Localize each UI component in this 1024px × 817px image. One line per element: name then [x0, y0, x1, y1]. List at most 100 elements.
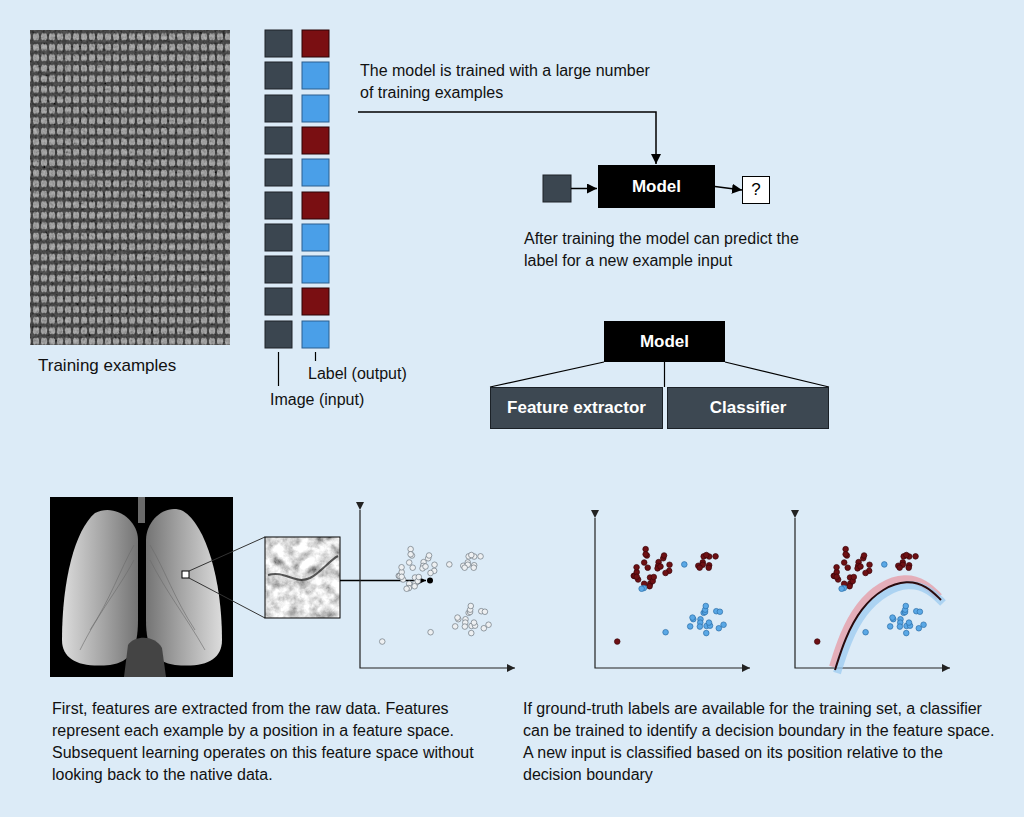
- model-box: Classifier: [667, 387, 829, 429]
- training-arrow: [358, 112, 656, 164]
- scatter-point: [690, 615, 696, 621]
- scatter-point: [916, 625, 922, 631]
- scatter-point: [452, 624, 458, 630]
- plot-axes: [360, 510, 515, 668]
- mosaic-texture: [30, 30, 230, 345]
- image-square: [265, 256, 292, 283]
- scatter-point: [706, 620, 712, 626]
- scatter-point: [863, 570, 869, 576]
- scatter-point: [906, 620, 912, 626]
- lung-vessels: [80, 545, 205, 650]
- scatter-point: [432, 562, 438, 568]
- scatter-point: [697, 565, 703, 571]
- scatter-point: [482, 609, 488, 615]
- patch-vessel: [268, 556, 338, 580]
- scatter-point: [469, 552, 475, 558]
- scatter-point: [658, 564, 664, 570]
- scatter-point: [404, 586, 410, 592]
- label-square: [302, 30, 329, 57]
- scatter-point: [379, 639, 385, 645]
- scatter-point: [663, 629, 669, 635]
- scatter-point: [663, 570, 669, 576]
- scatter-point: [486, 622, 492, 628]
- scatter-point: [634, 564, 640, 570]
- zoom-patch: [265, 537, 340, 618]
- scatter-point: [834, 574, 840, 580]
- scatter-point: [410, 565, 416, 571]
- scatter-point: [841, 560, 847, 566]
- scatter-point: [887, 624, 893, 630]
- scatter-point: [408, 546, 414, 552]
- image-square: [265, 192, 292, 219]
- scatter-point: [634, 574, 640, 580]
- scatter-point: [481, 625, 487, 631]
- label-square: [302, 95, 329, 122]
- scatter-point: [913, 554, 919, 560]
- connector: [490, 362, 604, 387]
- leader-line: [315, 352, 316, 361]
- scatter-point: [704, 552, 710, 558]
- scatter-point: [428, 570, 434, 576]
- bracket-line: [664, 362, 665, 387]
- scatter-point: [408, 551, 414, 557]
- scatter-point: [906, 565, 912, 571]
- scatter-point: [851, 574, 857, 580]
- scatter-point: [858, 564, 864, 570]
- scatter-point: [645, 565, 651, 571]
- scatter-point: [721, 622, 727, 628]
- scatter-point: [897, 624, 903, 630]
- model-box: Model: [598, 165, 715, 208]
- scatter-point: [845, 565, 851, 571]
- scatter-point: [814, 639, 820, 645]
- label-square: [302, 224, 329, 251]
- caption-text: If ground-truth labels are available for…: [523, 698, 1001, 786]
- image-square: [265, 321, 292, 348]
- decision-boundary: [833, 579, 943, 673]
- training-mosaic: [30, 30, 230, 345]
- scatter-point: [647, 583, 653, 589]
- node-label: Model: [632, 177, 681, 197]
- scatter-point: [904, 552, 910, 558]
- scatter-group: [614, 546, 726, 644]
- image-square: [265, 30, 292, 57]
- scatter-point: [455, 615, 461, 621]
- scatter-point: [703, 603, 709, 609]
- plot-axes: [595, 518, 750, 668]
- image-square: [265, 62, 292, 89]
- boundary-line: [835, 582, 941, 670]
- boundary-band: [837, 585, 943, 673]
- image-square: [265, 127, 292, 154]
- connector: [725, 362, 829, 387]
- scatter-point: [462, 565, 468, 571]
- image-square: [265, 288, 292, 315]
- scatter-point: [706, 565, 712, 571]
- scatter-point: [462, 624, 468, 630]
- annotation: Training examples: [38, 355, 238, 377]
- image-square: [265, 224, 292, 251]
- scatter-point: [426, 553, 432, 559]
- output-box: ?: [742, 176, 770, 204]
- node-label: Model: [640, 332, 689, 352]
- scatter-point: [667, 562, 673, 568]
- scatter-point: [703, 630, 709, 636]
- label-square: [302, 127, 329, 154]
- scatter-point: [717, 609, 723, 615]
- scatter-point: [471, 620, 477, 626]
- scatter-point: [651, 574, 657, 580]
- scatter-point: [471, 565, 477, 571]
- scatter-point: [643, 551, 649, 557]
- connector: [715, 187, 742, 191]
- scatter-point: [861, 553, 867, 559]
- annotation: After training the model can predict the…: [524, 228, 836, 272]
- scatter-group: [379, 546, 491, 644]
- new-feature-point: [427, 578, 433, 584]
- scatter-point: [468, 630, 474, 636]
- lung-shape: [146, 509, 222, 666]
- scatter-point: [412, 583, 418, 589]
- lung-shape: [62, 510, 138, 666]
- scatter-point: [687, 624, 693, 630]
- trachea: [138, 497, 145, 523]
- scatter-point: [447, 562, 453, 568]
- input-arrow: [571, 188, 597, 190]
- scatter-point: [643, 546, 649, 552]
